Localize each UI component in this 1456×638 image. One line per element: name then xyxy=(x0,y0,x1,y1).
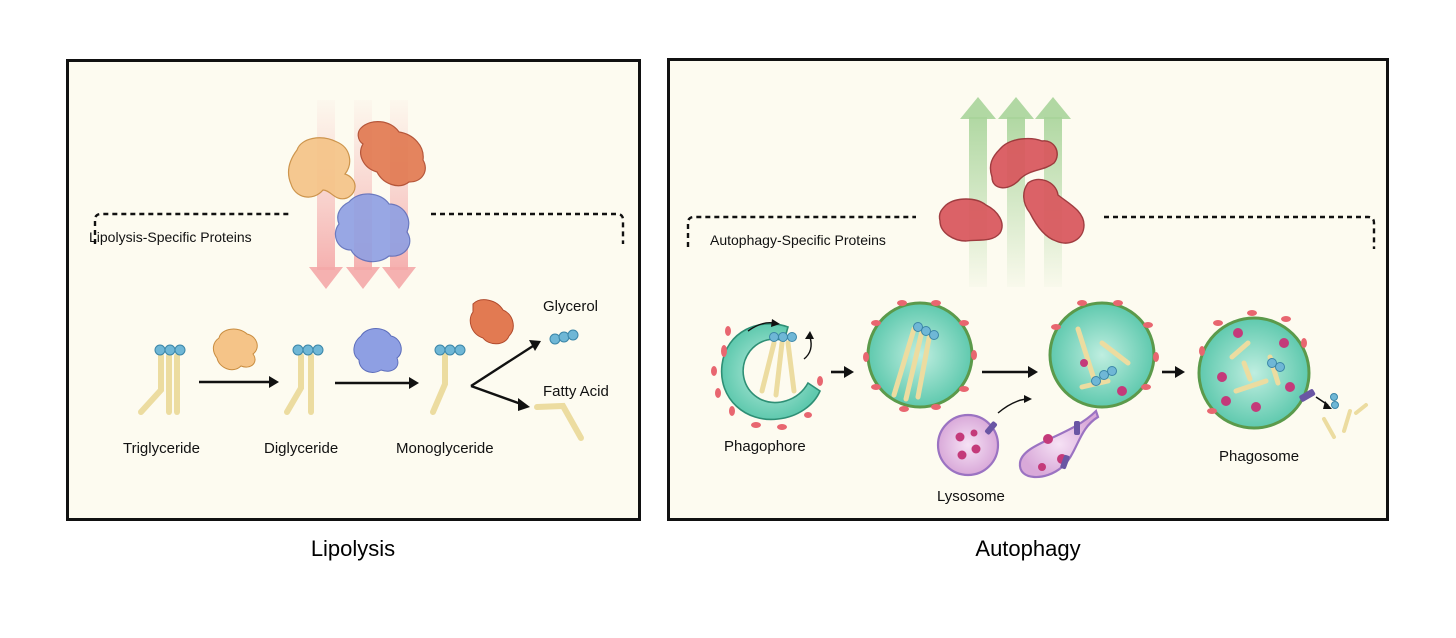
split-arrows xyxy=(470,344,534,406)
autophagy-proteins xyxy=(938,137,1085,244)
autophagy-proteins-label: Autophagy-Specific Proteins xyxy=(710,232,886,248)
glycerol-label: Glycerol xyxy=(543,298,599,315)
phagosome xyxy=(1197,310,1368,439)
lysosome-label: Lysosome xyxy=(937,488,1005,505)
lipolysis-diagram xyxy=(93,100,625,441)
phagophore-membrane xyxy=(711,319,823,430)
monoglyceride-molecule xyxy=(430,344,466,415)
diglyceride-label: Diglyceride xyxy=(264,440,339,457)
autophagy-panel: Autophagy-Specific Proteins Phagophore L… xyxy=(667,58,1389,521)
triglyceride-label: Triglyceride xyxy=(123,440,200,457)
dashed-bracket xyxy=(686,215,1376,249)
monoglyceride-label: Monoglyceride xyxy=(396,440,494,457)
lipolysis-panel: Lipolysis-Specific Proteins Triglyceride… xyxy=(66,59,641,521)
phagosome-label: Phagosome xyxy=(1219,448,1300,465)
fusing-vesicle xyxy=(1018,300,1159,479)
triglyceride-molecule xyxy=(138,344,186,415)
phagophore-label: Phagophore xyxy=(724,438,806,455)
autophagy-diagram xyxy=(686,97,1376,479)
autophagosome xyxy=(863,300,977,412)
lysosome xyxy=(936,395,1032,477)
dashed-bracket xyxy=(93,212,625,244)
lipolysis-caption: Lipolysis xyxy=(310,536,396,561)
fatty-acid-label: Fatty Acid xyxy=(543,383,609,400)
lipolysis-proteins xyxy=(287,121,426,263)
diglyceride-molecule xyxy=(284,344,324,415)
autophagy-caption: Autophagy xyxy=(975,536,1081,561)
lipolysis-proteins-label: Lipolysis-Specific Proteins xyxy=(89,229,252,245)
glycerol-molecule xyxy=(549,329,579,345)
fatty-acid-molecule xyxy=(534,402,584,441)
